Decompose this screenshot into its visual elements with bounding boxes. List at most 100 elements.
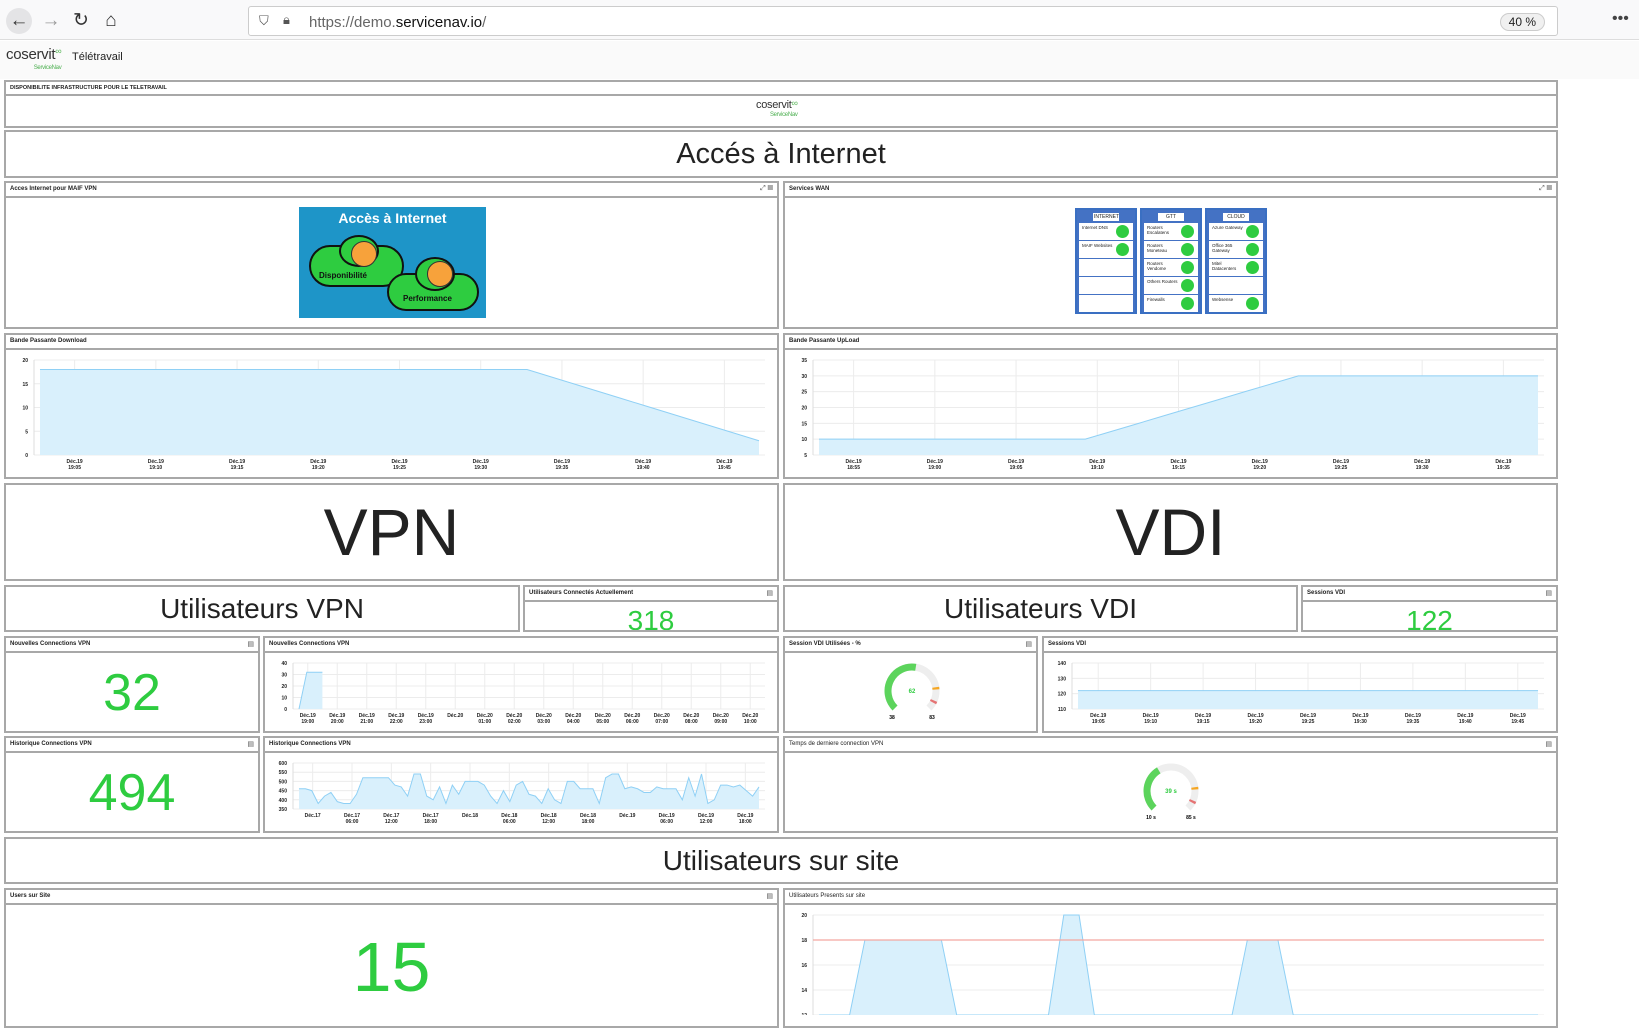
status-ok-icon (1116, 243, 1129, 256)
wan-service-row[interactable]: MAIF Websites (1079, 241, 1133, 258)
users-site-panel: Users sur Site▤ 15 (4, 888, 779, 1028)
y-tick-label: 500 (279, 779, 288, 785)
y-tick-label: 400 (279, 798, 288, 804)
image-label: Performance (403, 294, 452, 303)
panel-title: DISPONIBILITE INFRASTRUCTURE POUR LE TEL… (6, 82, 1556, 96)
connected-users-panel: Utilisateurs Connectés Actuellement▤ 318 (523, 585, 779, 632)
y-tick-label: 120 (1058, 692, 1067, 698)
wan-service-row[interactable]: Mitel Datacenters (1209, 259, 1263, 276)
gauge-value-arc (888, 667, 916, 708)
y-tick-label: 25 (801, 390, 807, 396)
wan-service-row[interactable]: Routers Moneteau (1144, 241, 1198, 258)
gauge-value-label: 39 s (1165, 789, 1177, 795)
acces-internet-panel: Acces Internet pour MAIF VPN⤢ ▤ Accès à … (4, 181, 779, 329)
status-ok-icon (1181, 225, 1194, 238)
coservit-logo: coservit∞ServiceNav (756, 99, 798, 119)
y-tick-label: 130 (1058, 676, 1067, 682)
y-tick-label: 30 (801, 374, 807, 380)
wan-service-row[interactable]: Firewalls (1144, 295, 1198, 312)
y-tick-label: 15 (801, 421, 807, 427)
internet-availability-image[interactable]: Accès à Internet Disponibilité Performan… (299, 207, 486, 318)
users-vpn-heading-panel: Utilisateurs VPN (4, 585, 520, 632)
menu-icon[interactable]: ▤ (247, 640, 254, 648)
menu-icon[interactable]: ••• (1612, 10, 1629, 28)
status-ok-icon (1116, 225, 1129, 238)
panel-title: Sessions VDI (1044, 638, 1556, 653)
menu-icon[interactable]: ▤ (766, 589, 773, 597)
gauge-critical-marker (1192, 801, 1193, 803)
panel-title: Services WAN⤢ ▤ (785, 183, 1556, 198)
wan-service-row[interactable]: Routers Vendome (1144, 259, 1198, 276)
home-icon[interactable]: ⌂ (98, 8, 124, 34)
y-tick-label: 600 (279, 761, 288, 767)
menu-icon[interactable]: ▤ (1025, 640, 1032, 648)
series-area (299, 774, 759, 809)
lock-icon[interactable]: 🔒︎ (283, 12, 290, 28)
wan-service-row[interactable]: Azure Gateway (1209, 223, 1263, 240)
wan-service-row[interactable] (1079, 277, 1133, 294)
wan-service-row[interactable]: Routers Escalatens (1144, 223, 1198, 240)
menu-icon[interactable]: ▤ (1545, 589, 1552, 597)
status-ok-icon (1181, 243, 1194, 256)
url-text: https://demo.servicenav.io/ (309, 14, 486, 31)
wan-service-row[interactable]: Office 365 Gateway (1209, 241, 1263, 258)
wan-service-row[interactable]: Internet DNS (1079, 223, 1133, 240)
image-label: Disponibilité (319, 271, 367, 280)
x-tick-label: Déc.17 (305, 813, 321, 819)
y-tick-label: 35 (801, 358, 807, 364)
sessions-vdi-value: 122 (1303, 605, 1556, 632)
panel-title: Bande Passante UpLoad (785, 335, 1556, 350)
menu-icon[interactable]: ▤ (247, 740, 254, 748)
zoom-level-badge[interactable]: 40 % (1500, 13, 1545, 31)
wan-service-row[interactable]: Others Routers (1144, 277, 1198, 294)
gauge-min-label: 10 s (1146, 815, 1156, 821)
gauge-max-label: 83 (929, 715, 935, 721)
wan-service-row[interactable] (1209, 277, 1263, 294)
reload-icon[interactable]: ↻ (68, 8, 94, 34)
back-icon[interactable]: ← (6, 8, 32, 34)
panel-title: Temps de derniere connection VPN▤ (785, 738, 1556, 753)
section-heading: VPN (6, 485, 777, 579)
shield-icon[interactable]: ⛉ (259, 13, 269, 29)
y-tick-label: 450 (279, 789, 288, 795)
expand-icon[interactable]: ⤢ ▤ (760, 185, 773, 193)
wan-service-row[interactable] (1079, 259, 1133, 276)
section-heading: Accés à Internet (6, 132, 1556, 176)
wan-card-title: INTERNET (1093, 213, 1119, 221)
site-heading-panel: Utilisateurs sur site (4, 837, 1558, 884)
menu-icon[interactable]: ▤ (1545, 740, 1552, 748)
wan-service-row[interactable]: Websense (1209, 295, 1263, 312)
expand-icon[interactable]: ⤢ ▤ (1539, 185, 1552, 193)
gauge-critical-marker (933, 701, 934, 703)
menu-icon[interactable]: ▤ (766, 892, 773, 900)
coservit-logo[interactable]: coservit∞ServiceNav (6, 47, 61, 72)
y-tick-label: 20 (801, 406, 807, 412)
wan-service-row[interactable] (1079, 295, 1133, 312)
forward-icon[interactable]: → (38, 8, 64, 34)
address-bar[interactable]: ⛉ 🔒︎ https://demo.servicenav.io/ 40 % (248, 6, 1558, 36)
internet-heading-panel: Accés à Internet (4, 130, 1558, 178)
y-tick-label: 0 (25, 453, 28, 459)
